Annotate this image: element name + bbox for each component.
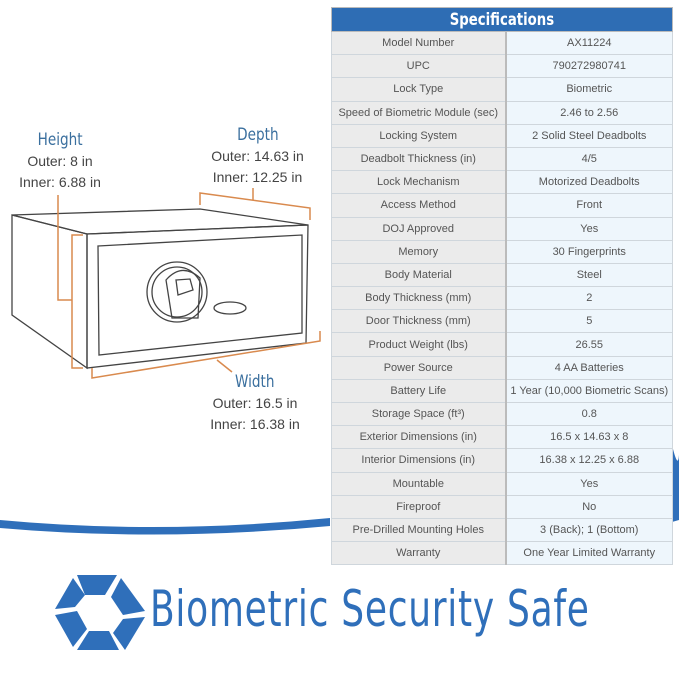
spec-label: Exterior Dimensions (in) xyxy=(331,425,507,450)
spec-label: Body Material xyxy=(331,262,507,288)
spec-value: Steel xyxy=(505,262,673,288)
depth-label: Depth Outer: 14.63 in Inner: 12.25 in xyxy=(200,125,315,188)
spec-label: Warranty xyxy=(331,541,507,566)
spec-label: DOJ Approved xyxy=(331,216,507,241)
spec-value: Front xyxy=(505,193,673,218)
width-inner: Inner: 16.38 in xyxy=(210,416,300,432)
spec-value: AX11224 xyxy=(505,30,673,56)
spec-value: Motorized Deadbolts xyxy=(505,170,673,195)
spec-label: Access Method xyxy=(331,193,507,218)
spec-row: Storage Space (ft³)0.8 xyxy=(331,401,673,427)
spec-label: Speed of Biometric Module (sec) xyxy=(331,100,507,125)
spec-value: Biometric xyxy=(505,77,673,102)
spec-label: Locking System xyxy=(331,123,507,148)
spec-row: Deadbolt Thickness (in)4/5 xyxy=(331,146,673,172)
spec-row: Body Thickness (mm)2 xyxy=(331,286,673,311)
spec-row: Door Thickness (mm)5 xyxy=(331,309,673,334)
spec-label: Power Source xyxy=(331,355,507,380)
spec-label: Deadbolt Thickness (in) xyxy=(331,146,507,172)
spec-label: UPC xyxy=(331,54,507,79)
spec-row: Speed of Biometric Module (sec)2.46 to 2… xyxy=(331,100,673,125)
spec-value: 16.38 x 12.25 x 6.88 xyxy=(505,448,673,473)
height-inner: Inner: 6.88 in xyxy=(19,174,101,190)
spec-value: No xyxy=(505,494,673,519)
spec-row: Product Weight (lbs)26.55 xyxy=(331,332,673,357)
height-title: Height xyxy=(37,130,83,150)
brand-logo-icon xyxy=(55,575,145,650)
blue-swoosh xyxy=(0,518,330,535)
spec-label: Interior Dimensions (in) xyxy=(331,448,507,473)
spec-label: Model Number xyxy=(331,30,507,56)
spec-value: 4/5 xyxy=(505,146,673,172)
spec-value: One Year Limited Warranty xyxy=(505,541,673,566)
width-outer: Outer: 16.5 in xyxy=(212,395,298,411)
width-label: Width Outer: 16.5 in Inner: 16.38 in xyxy=(200,372,310,435)
spec-value: 1 Year (10,000 Biometric Scans) xyxy=(505,378,673,404)
spec-value: 30 Fingerprints xyxy=(505,239,673,264)
spec-value: 4 AA Batteries xyxy=(505,355,673,380)
brand-name: Biometric Security Safe xyxy=(150,580,590,638)
spec-label: Door Thickness (mm) xyxy=(331,309,507,334)
spec-label: Body Thickness (mm) xyxy=(331,286,507,311)
spec-label: Product Weight (lbs) xyxy=(331,332,507,357)
depth-outer: Outer: 14.63 in xyxy=(211,148,304,164)
spec-value: 16.5 x 14.63 x 8 xyxy=(505,425,673,450)
height-outer: Outer: 8 in xyxy=(27,153,93,169)
height-label: Height Outer: 8 in Inner: 6.88 in xyxy=(10,130,110,193)
spec-label: Battery Life xyxy=(331,378,507,404)
width-title: Width xyxy=(235,372,275,392)
depth-inner: Inner: 12.25 in xyxy=(212,169,303,185)
spec-value: 3 (Back); 1 (Bottom) xyxy=(505,517,673,543)
spec-label: Mountable xyxy=(331,471,507,496)
spec-label: Pre-Drilled Mounting Holes xyxy=(331,517,507,543)
spec-value: Yes xyxy=(505,471,673,496)
spec-value: 2 Solid Steel Deadbolts xyxy=(505,123,673,148)
spec-value: 2 xyxy=(505,286,673,311)
spec-label: Lock Mechanism xyxy=(331,170,507,195)
spec-value: 5 xyxy=(505,309,673,334)
spec-label: Fireproof xyxy=(331,494,507,519)
spec-label: Memory xyxy=(331,239,507,264)
spec-row: Exterior Dimensions (in)16.5 x 14.63 x 8 xyxy=(331,425,673,450)
spec-value: 0.8 xyxy=(505,401,673,427)
spec-label: Storage Space (ft³) xyxy=(331,401,507,427)
specifications-title-text: Specifications xyxy=(449,9,555,30)
depth-title: Depth xyxy=(236,125,279,145)
spec-value: 790272980741 xyxy=(505,54,673,79)
spec-label: Lock Type xyxy=(331,77,507,102)
spec-value: 2.46 to 2.56 xyxy=(505,100,673,125)
spec-value: 26.55 xyxy=(505,332,673,357)
specifications-title: Specifications xyxy=(331,7,673,32)
spec-row: Interior Dimensions (in)16.38 x 12.25 x … xyxy=(331,448,673,473)
blue-swoosh-right xyxy=(672,445,679,522)
spec-value: Yes xyxy=(505,216,673,241)
